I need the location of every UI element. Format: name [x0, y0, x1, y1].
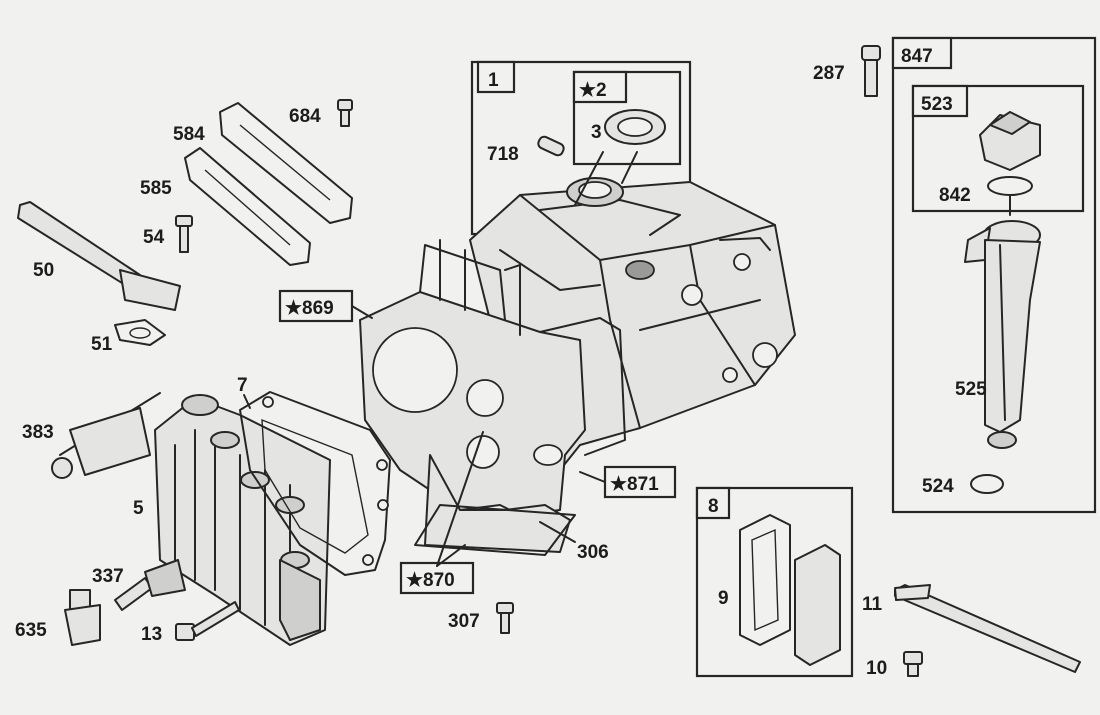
oil-fill-cap-842 — [979, 111, 1041, 196]
bolt-54 — [175, 215, 193, 253]
dipstick-tube-525 — [964, 220, 1041, 449]
breather-383 — [51, 392, 161, 479]
group-box-2 — [572, 70, 682, 166]
label-847: 847 — [901, 46, 933, 67]
head-gasket-7 — [239, 391, 391, 576]
label-51: 51 — [91, 334, 113, 355]
leader-lines — [243, 151, 1011, 567]
group-box-523 — [911, 84, 1085, 213]
tube-50 — [17, 201, 181, 311]
label-11: 11 — [862, 594, 883, 615]
label-524: 524 — [922, 476, 954, 497]
label-584: 584 — [173, 124, 205, 145]
label-870: ★870 — [406, 570, 455, 591]
pin-718 — [537, 135, 565, 157]
label-5: 5 — [133, 498, 144, 519]
label-2: ★2 — [579, 80, 607, 101]
bolt-10 — [903, 651, 923, 677]
label-635: 635 — [15, 620, 47, 641]
label-1: 1 — [488, 70, 499, 91]
label-10: 10 — [866, 658, 887, 679]
gasket-51 — [114, 319, 166, 346]
label-3: 3 — [591, 122, 602, 143]
label-50: 50 — [33, 260, 54, 281]
label-869: ★869 — [285, 298, 334, 319]
label-337: 337 — [92, 566, 124, 587]
label-525: 525 — [955, 379, 987, 400]
label-718: 718 — [487, 144, 519, 165]
label-523: 523 — [921, 94, 953, 115]
cylinder-head — [154, 394, 331, 646]
spark-plug-337 — [114, 559, 186, 611]
group-box-847 — [891, 36, 1097, 514]
label-871: ★871 — [610, 474, 659, 495]
fitting-635 — [64, 589, 101, 646]
label-54: 54 — [143, 227, 165, 248]
label-383: 383 — [22, 422, 54, 443]
label-9: 9 — [718, 588, 729, 609]
bolt-307 — [496, 602, 514, 634]
bolt-287 — [861, 45, 881, 97]
label-842: 842 — [939, 185, 971, 206]
rod-11 — [894, 584, 1081, 673]
tag-box-869 — [278, 289, 354, 323]
o-ring-524 — [970, 474, 1004, 494]
label-585: 585 — [140, 178, 172, 199]
label-13: 13 — [141, 624, 162, 645]
gasket-584 — [219, 102, 353, 224]
label-7: 7 — [237, 375, 248, 396]
gasket-306 — [414, 504, 576, 556]
callout-labels: 1 ★2 3 5 7 8 9 10 11 13 50 51 54 287 306… — [15, 46, 987, 679]
label-306: 306 — [577, 542, 609, 563]
bolt-13 — [175, 601, 240, 641]
seal-3 — [604, 109, 666, 145]
cover-8 — [794, 544, 841, 666]
label-684: 684 — [289, 106, 321, 127]
label-287: 287 — [813, 63, 845, 84]
bolt-684 — [337, 99, 353, 127]
label-307: 307 — [448, 611, 480, 632]
gasket-9 — [739, 514, 791, 646]
group-box-8 — [695, 486, 854, 678]
tag-box-871 — [603, 465, 677, 499]
label-8: 8 — [708, 496, 719, 517]
gasket-585 — [184, 147, 311, 266]
cylinder-block — [359, 239, 626, 553]
